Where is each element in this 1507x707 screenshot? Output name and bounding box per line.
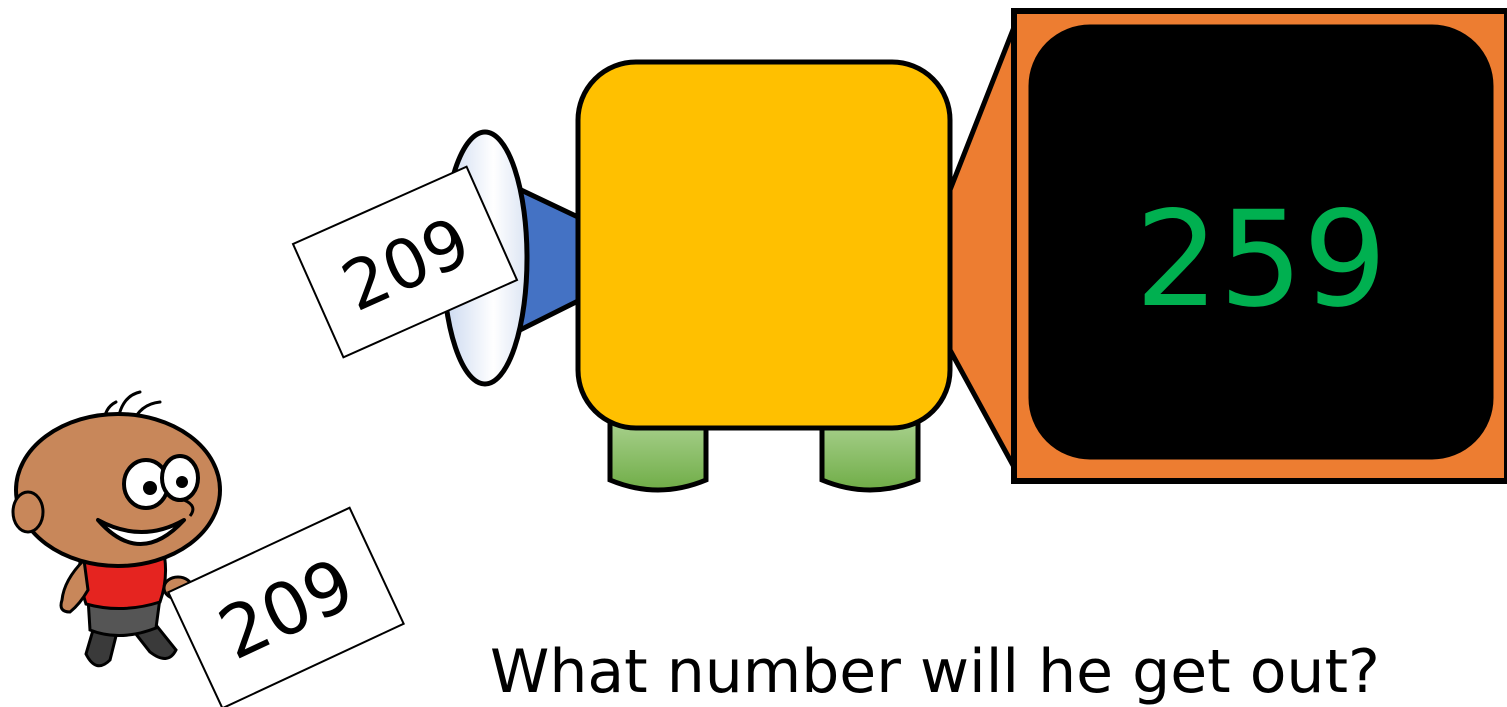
boy-left-pupil — [143, 481, 157, 495]
question-text: What number will he get out? — [490, 632, 1380, 707]
boy-right-pupil — [176, 476, 188, 488]
output-display-number: 259 — [1135, 183, 1387, 337]
machine-output-connector — [950, 12, 1020, 478]
boy-card: 209 — [168, 508, 403, 707]
boy-left-arm — [61, 560, 88, 612]
boy-ear — [13, 492, 43, 532]
machine-body — [578, 62, 950, 428]
